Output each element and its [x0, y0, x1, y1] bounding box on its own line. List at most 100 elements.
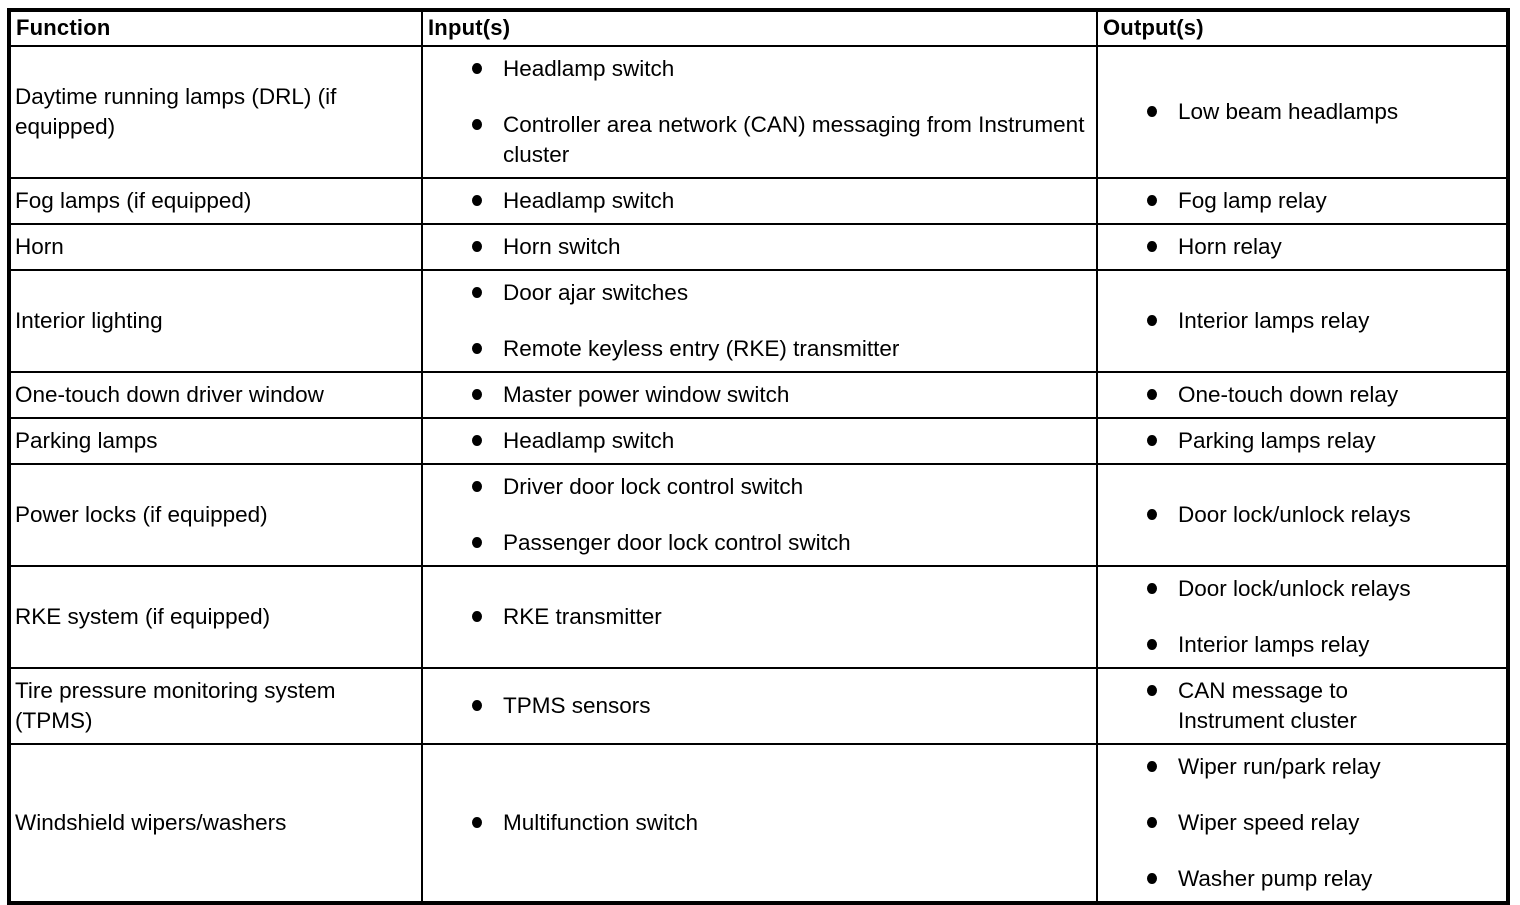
table-row: One-touch down driver window Master power…	[8, 371, 1509, 419]
table-row: Power locks (if equipped) Driver door loc…	[8, 463, 1509, 567]
input-list: Multifunction switch	[424, 802, 1095, 844]
output-item: Wiper speed relay	[1107, 808, 1499, 838]
function-label: Daytime running lamps (DRL) (if equipped…	[15, 84, 337, 139]
output-label: Door lock/unlock relays	[1178, 502, 1411, 527]
inputs-cell: Horn switch	[421, 223, 1098, 271]
inputs-cell: TPMS sensors	[421, 667, 1098, 745]
function-cell: One-touch down driver window	[8, 371, 423, 419]
output-list: Interior lamps relay	[1099, 300, 1505, 342]
function-cell: Daytime running lamps (DRL) (if equipped…	[8, 45, 423, 179]
inputs-cell: Multifunction switch	[421, 743, 1098, 904]
output-item: Parking lamps relay	[1107, 426, 1499, 456]
bullet-icon	[1147, 435, 1157, 446]
output-label: Interior lamps relay	[1178, 632, 1370, 657]
input-label: Driver door lock control switch	[503, 474, 804, 499]
table-body: Daytime running lamps (DRL) (if equipped…	[8, 45, 1509, 904]
input-label: Controller area network (CAN) messaging …	[503, 112, 1085, 167]
input-item: Horn switch	[432, 232, 1089, 262]
function-cell: Parking lamps	[8, 417, 423, 465]
input-label: Door ajar switches	[503, 280, 689, 305]
column-header-outputs: Output(s)	[1096, 9, 1509, 47]
output-item: Wiper run/park relay	[1107, 752, 1499, 782]
function-label: Interior lighting	[15, 308, 163, 333]
bullet-icon	[472, 389, 482, 400]
column-header-inputs: Input(s)	[421, 9, 1098, 47]
input-label: Multifunction switch	[503, 810, 699, 835]
function-cell: Power locks (if equipped)	[8, 463, 423, 567]
table-row: Tire pressure monitoring system (TPMS) TP…	[8, 667, 1509, 745]
output-label: Interior lamps relay	[1178, 308, 1370, 333]
function-label: RKE system (if equipped)	[15, 604, 271, 629]
table-row: RKE system (if equipped) RKE transmitter D…	[8, 565, 1509, 669]
input-list: RKE transmitter	[424, 596, 1095, 638]
function-label: Windshield wipers/washers	[15, 810, 287, 835]
input-item: RKE transmitter	[432, 602, 1089, 632]
output-label: Parking lamps relay	[1178, 428, 1376, 453]
input-label: Headlamp switch	[503, 188, 675, 213]
output-list: Low beam headlamps	[1099, 91, 1505, 133]
input-item: Headlamp switch	[432, 54, 1089, 84]
column-header-function: Function	[8, 9, 423, 47]
bcm-functions-table: Function Input(s) Output(s) Daytime runn…	[7, 8, 1510, 905]
bullet-icon	[1147, 241, 1157, 252]
table-row: Daytime running lamps (DRL) (if equipped…	[8, 45, 1509, 179]
outputs-cell: Door lock/unlock relays	[1096, 463, 1509, 567]
function-cell: Tire pressure monitoring system (TPMS)	[8, 667, 423, 745]
input-label: RKE transmitter	[503, 604, 662, 629]
input-label: Master power window switch	[503, 382, 790, 407]
input-label: TPMS sensors	[503, 693, 651, 718]
function-cell: Fog lamps (if equipped)	[8, 177, 423, 225]
bullet-icon	[1147, 389, 1157, 400]
input-list: Headlamp switch	[424, 180, 1095, 222]
table-header: Function Input(s) Output(s)	[8, 9, 1509, 47]
input-item: Headlamp switch	[432, 426, 1089, 456]
input-label: Horn switch	[503, 234, 621, 259]
input-item: Driver door lock control switch	[432, 472, 1089, 502]
table-row: Windshield wipers/washers Multifunction s…	[8, 743, 1509, 904]
function-cell: Interior lighting	[8, 269, 423, 373]
input-label: Passenger door lock control switch	[503, 530, 851, 555]
output-label: Low beam headlamps	[1178, 99, 1399, 124]
bullet-icon	[472, 343, 482, 354]
function-cell: RKE system (if equipped)	[8, 565, 423, 669]
output-label: Wiper speed relay	[1178, 810, 1360, 835]
function-label: Power locks (if equipped)	[15, 502, 268, 527]
bullet-icon	[472, 241, 482, 252]
bullet-icon	[1147, 639, 1157, 650]
bullet-icon	[472, 700, 482, 711]
output-label: Wiper run/park relay	[1178, 754, 1381, 779]
output-label: Washer pump relay	[1178, 866, 1373, 891]
outputs-cell: Low beam headlamps	[1096, 45, 1509, 179]
input-item: Door ajar switches	[432, 278, 1089, 308]
input-list: Horn switch	[424, 226, 1095, 268]
function-label: Parking lamps	[15, 428, 158, 453]
bullet-icon	[472, 287, 482, 298]
output-item: Horn relay	[1107, 232, 1499, 262]
input-item: Remote keyless entry (RKE) transmitter	[432, 334, 1089, 364]
bullet-icon	[472, 817, 482, 828]
output-label: CAN message to Instrument cluster	[1178, 678, 1357, 733]
bullet-icon	[1147, 583, 1157, 594]
function-cell: Windshield wipers/washers	[8, 743, 423, 904]
input-list: Headlamp switch	[424, 420, 1095, 462]
output-item: Door lock/unlock relays	[1107, 574, 1499, 604]
inputs-cell: RKE transmitter	[421, 565, 1098, 669]
output-label: Door lock/unlock relays	[1178, 576, 1411, 601]
bullet-icon	[1147, 106, 1157, 117]
outputs-cell: Fog lamp relay	[1096, 177, 1509, 225]
bullet-icon	[472, 481, 482, 492]
input-label: Headlamp switch	[503, 428, 675, 453]
bullet-icon	[1147, 509, 1157, 520]
output-item: Door lock/unlock relays	[1107, 500, 1499, 530]
input-item: Headlamp switch	[432, 186, 1089, 216]
input-list: Master power window switch	[424, 374, 1095, 416]
output-item: Interior lamps relay	[1107, 630, 1499, 660]
bullet-icon	[472, 63, 482, 74]
output-list: CAN message to Instrument cluster	[1099, 670, 1505, 742]
